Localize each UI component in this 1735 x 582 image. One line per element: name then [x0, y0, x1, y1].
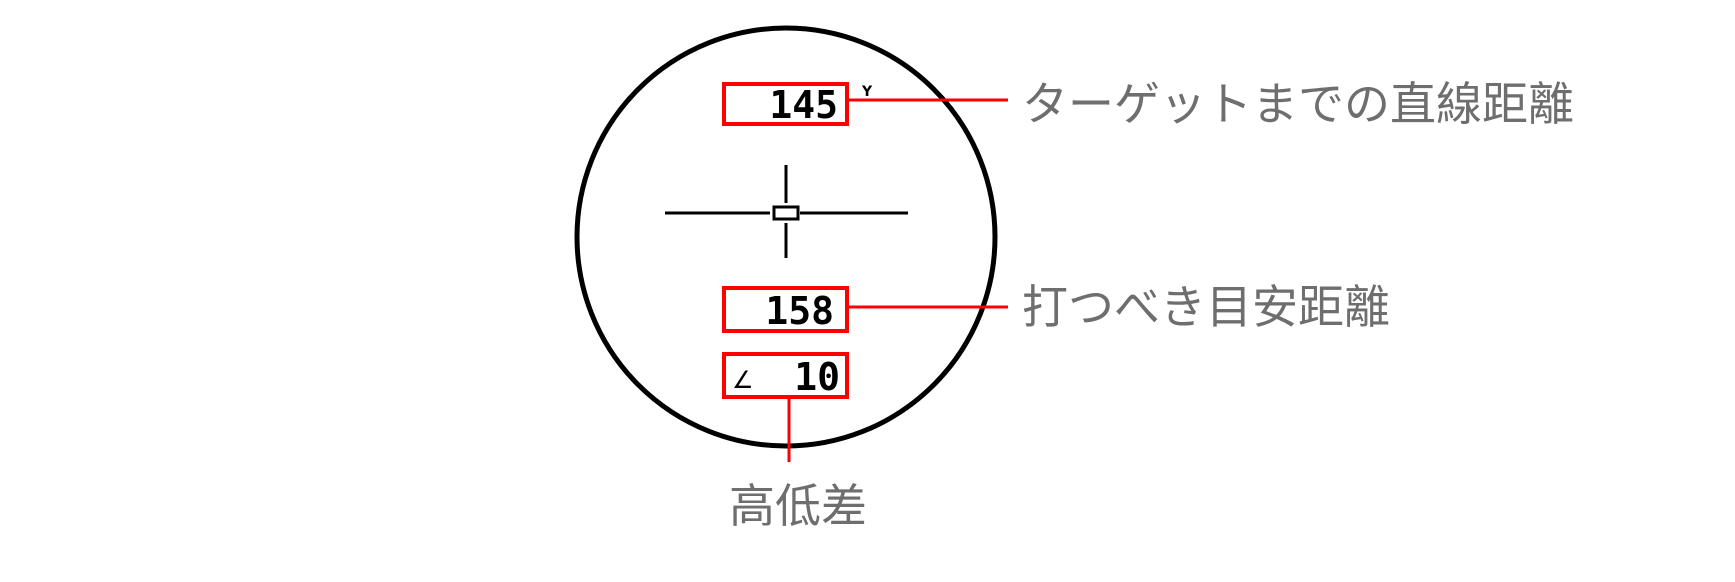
viewfinder-circle	[574, 25, 998, 449]
label-height-difference: 高低差	[729, 479, 867, 533]
label-straight-distance: ターゲットまでの直線距離	[1022, 77, 1574, 131]
recommended-distance-value: 158	[765, 289, 834, 333]
height-difference-value: 10	[794, 355, 840, 399]
recommended-distance-display: 158	[722, 286, 849, 333]
unit-yard: Y	[861, 84, 873, 100]
height-difference-display: ∠ 10	[722, 352, 849, 399]
distance-value: 145	[769, 83, 838, 127]
crosshair	[665, 165, 908, 258]
label-recommended-distance: 打つべき目安距離	[1022, 280, 1390, 334]
distance-display: 145 Y	[722, 82, 873, 127]
angle-icon: ∠	[732, 366, 754, 394]
